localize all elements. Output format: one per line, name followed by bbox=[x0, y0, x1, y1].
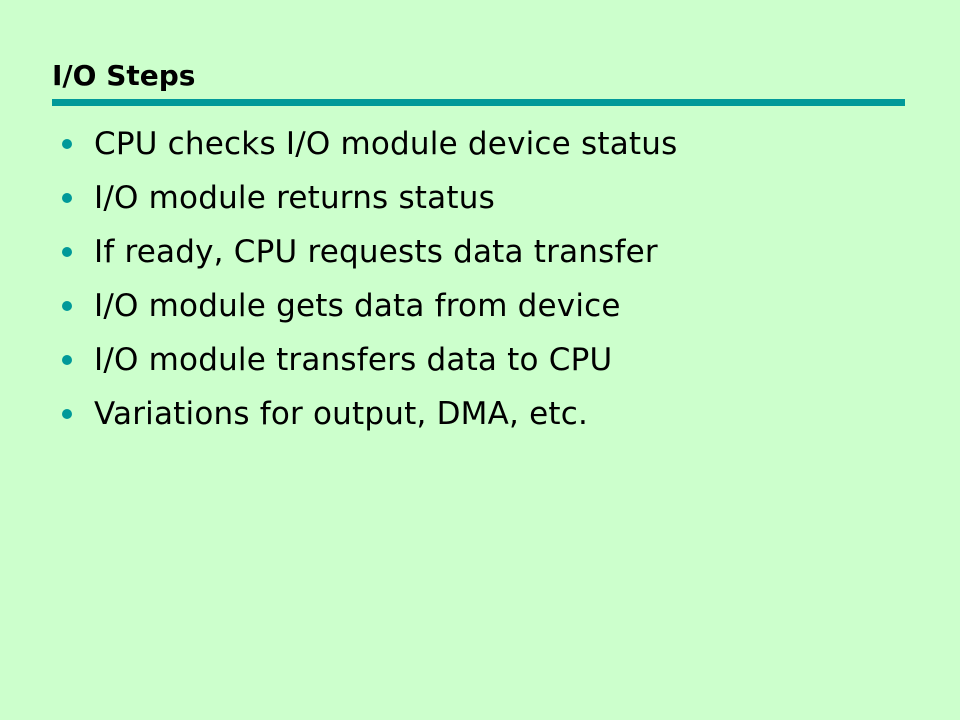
bullet-dot-icon bbox=[62, 139, 72, 149]
bullet-text: Variations for output, DMA, etc. bbox=[94, 396, 589, 432]
slide-title: I/O Steps bbox=[52, 59, 196, 92]
bullet-item: Variations for output, DMA, etc. bbox=[58, 387, 677, 441]
bullet-item: I/O module gets data from device bbox=[58, 279, 677, 333]
bullet-text: I/O module returns status bbox=[94, 180, 495, 216]
bullet-dot-icon bbox=[62, 409, 72, 419]
bullet-list: CPU checks I/O module device status I/O … bbox=[58, 117, 677, 441]
bullet-item: I/O module returns status bbox=[58, 171, 677, 225]
bullet-item: I/O module transfers data to CPU bbox=[58, 333, 677, 387]
bullet-text: I/O module gets data from device bbox=[94, 288, 621, 324]
bullet-item: If ready, CPU requests data transfer bbox=[58, 225, 677, 279]
bullet-text: If ready, CPU requests data transfer bbox=[94, 234, 658, 270]
title-underline bbox=[52, 99, 905, 106]
bullet-text: I/O module transfers data to CPU bbox=[94, 342, 613, 378]
bullet-text: CPU checks I/O module device status bbox=[94, 126, 678, 162]
bullet-item: CPU checks I/O module device status bbox=[58, 117, 677, 171]
bullet-dot-icon bbox=[62, 193, 72, 203]
bullet-dot-icon bbox=[62, 355, 72, 365]
bullet-dot-icon bbox=[62, 301, 72, 311]
bullet-dot-icon bbox=[62, 247, 72, 257]
